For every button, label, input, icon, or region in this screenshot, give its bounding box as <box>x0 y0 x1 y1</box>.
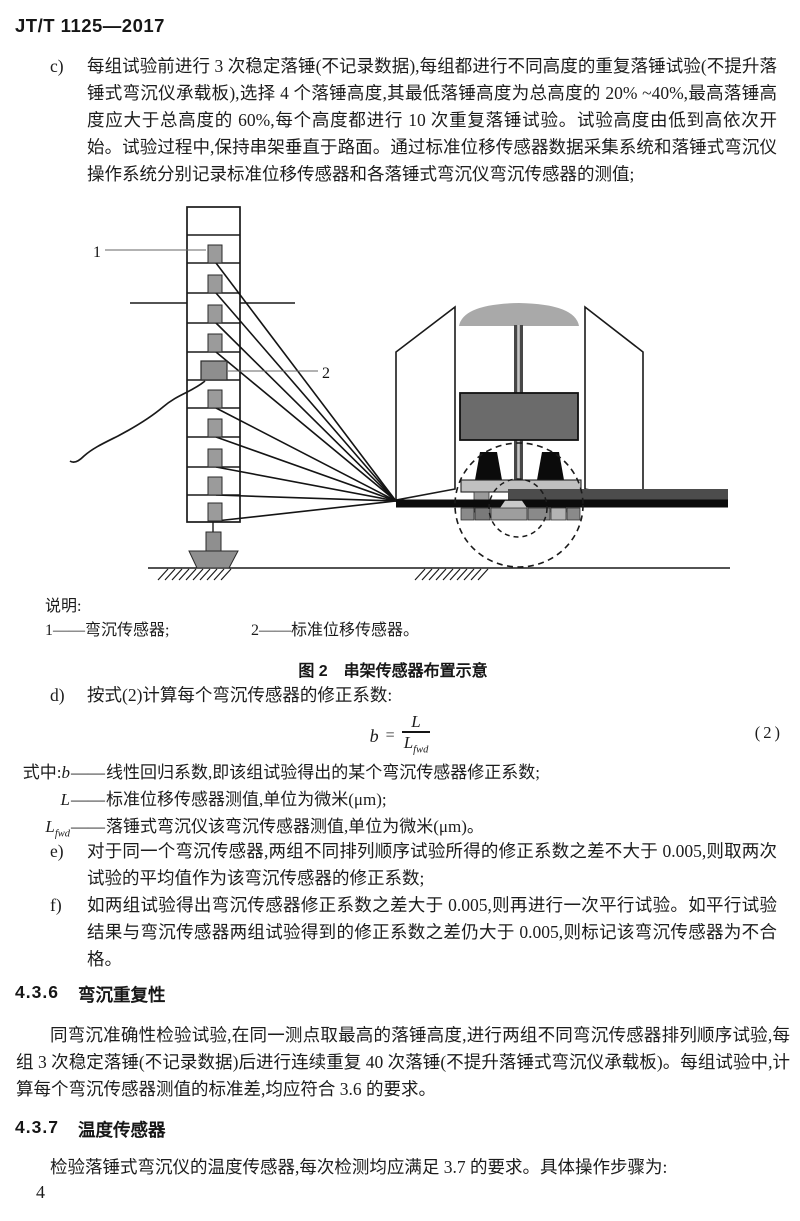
figure-caption: 图 2 串架传感器布置示意 <box>298 663 488 680</box>
callout-2: 2 <box>228 365 330 382</box>
fwd-right-panel <box>584 305 644 501</box>
ground-hatch-right <box>414 568 489 581</box>
fraction-bar <box>401 731 431 733</box>
equation-number: (2) <box>754 723 783 742</box>
doc-number: JT/T 1125—2017 <box>15 15 165 36</box>
load-plate-outline-small <box>488 478 548 538</box>
figure-legend: 1——弯沉传感器; 2——标准位移传感器。 <box>45 616 419 640</box>
symbol-b: b <box>61 763 71 782</box>
where-desc-0: 线性回归系数,即该组试验得出的某个弯沉传感器修正系数; <box>106 763 540 782</box>
where-desc-1: 标准位移传感器测值,单位为微米(μm); <box>106 790 387 809</box>
figure-legend-label: 说明: <box>45 598 82 615</box>
where-dash-0: —— <box>71 763 105 782</box>
fwd-buffer-right <box>537 452 564 480</box>
where-row-Lfwd: Lfwd —— 落锤式弯沉仪该弯沉传感器测值,单位为微米(μm)。 <box>18 813 782 847</box>
where-desc-2: 落锤式弯沉仪该弯沉传感器测值,单位为微米(μm)。 <box>106 817 484 836</box>
figure-2-diagram: 1 2 <box>69 206 730 581</box>
legend-item-2: 2——标准位移传感器。 <box>251 622 420 639</box>
tower-foot <box>188 522 239 569</box>
equation-body: b = L Lfwd <box>30 710 770 762</box>
sensor-cables <box>215 262 397 522</box>
where-row-b: 式中:b —— 线性回归系数,即该组试验得出的某个弯沉传感器修正系数; <box>18 759 782 786</box>
list-marker-f: f) <box>50 895 62 915</box>
fraction-numerator: L <box>411 712 421 732</box>
page-number: 4 <box>36 1182 45 1202</box>
list-item-d: d) 按式(2)计算每个弯沉传感器的修正系数: <box>50 682 777 709</box>
list-marker-d: d) <box>50 685 65 705</box>
fwd-dome <box>459 303 579 326</box>
fwd-machine <box>395 303 728 568</box>
list-text-c: 每组试验前进行 3 次稳定落锤(不记录数据),每组都进行不同高度的重复落锤试验(… <box>87 56 777 184</box>
list-text-d: 按式(2)计算每个弯沉传感器的修正系数: <box>87 685 393 705</box>
denominator-base: L <box>403 732 414 752</box>
where-symbol-Lfwd: Lfwd <box>18 813 70 847</box>
section-title-4-3-6: 弯沉重复性 <box>78 985 166 1005</box>
equation-equals: = <box>385 727 395 744</box>
where-dash-2: —— <box>71 817 105 836</box>
callout-1: 1 <box>93 244 206 261</box>
symbol-Lfwd-subscript: fwd <box>54 828 70 840</box>
list-item-e: e) 对于同一个弯沉传感器,两组不同排列顺序试验所得的修正系数之差不大于 0.0… <box>50 838 777 892</box>
callout-1-label: 1 <box>93 244 101 261</box>
reference-sensor-cable <box>69 380 206 464</box>
where-symbol-b: 式中:b <box>18 759 70 786</box>
fwd-falling-weight <box>459 392 579 441</box>
list-marker-c: c) <box>50 56 64 76</box>
section-number-4-3-7: 4.3.7 <box>15 1117 59 1137</box>
list-text-f: 如两组试验得出弯沉传感器修正系数之差大于 0.005,则再进行一次平行试验。如平… <box>87 895 777 969</box>
load-plate-outline-large <box>454 442 584 568</box>
sensor-beam <box>396 499 728 508</box>
list-text-e: 对于同一个弯沉传感器,两组不同排列顺序试验所得的修正系数之差不大于 0.005,… <box>87 841 777 888</box>
where-row-L: L —— 标准位移传感器测值,单位为微米(μm); <box>18 786 782 813</box>
section-body-4-3-7: 检验落锤式弯沉仪的温度传感器,每次检测均应满足 3.7 的要求。具体操作步骤为: <box>50 1157 668 1177</box>
list-item-c: c) 每组试验前进行 3 次稳定落锤(不记录数据),每组都进行不同高度的重复落锤… <box>50 53 777 188</box>
section-heading-4-3-6: 4.3.6 弯沉重复性 <box>15 982 166 1007</box>
section-title-4-3-7: 温度传感器 <box>78 1120 166 1140</box>
symbol-Lfwd-base: L <box>45 817 55 836</box>
section-number-4-3-6: 4.3.6 <box>15 982 59 1002</box>
ground-hatch-left <box>157 568 232 581</box>
section-heading-4-3-7: 4.3.7 温度传感器 <box>15 1117 166 1142</box>
deflection-sensors <box>207 244 223 522</box>
list-item-f: f) 如两组试验得出弯沉传感器修正系数之差大于 0.005,则再进行一次平行试验… <box>50 892 777 973</box>
equation-lhs: b <box>369 725 379 746</box>
equation-where-block: 式中:b —— 线性回归系数,即该组试验得出的某个弯沉传感器修正系数; L ——… <box>18 759 782 847</box>
fwd-buffer-left <box>475 452 502 480</box>
fwd-load-plate-bottom <box>460 507 581 521</box>
list-marker-e: e) <box>50 841 64 861</box>
equation-2: b = L Lfwd (2) <box>30 710 780 762</box>
where-symbol-L: L <box>60 790 70 809</box>
equation-fraction: L Lfwd <box>401 712 431 760</box>
fwd-plate-hub <box>500 500 527 508</box>
reference-displacement-sensor <box>200 360 228 381</box>
section-body-4-3-6: 同弯沉准确性检验试验,在同一测点取最高的落锤高度,进行两组不同弯沉传感器排列顺序… <box>16 1025 790 1099</box>
fwd-left-panel <box>395 305 456 501</box>
fraction-denominator: Lfwd <box>402 733 431 760</box>
where-dash-1: —— <box>71 790 105 809</box>
fwd-trailer-bar <box>508 489 728 500</box>
where-prefix: 式中: <box>22 763 62 782</box>
callout-2-label: 2 <box>322 365 330 382</box>
denominator-subscript: fwd <box>413 743 429 755</box>
legend-item-1: 1——弯沉传感器; <box>45 622 170 639</box>
